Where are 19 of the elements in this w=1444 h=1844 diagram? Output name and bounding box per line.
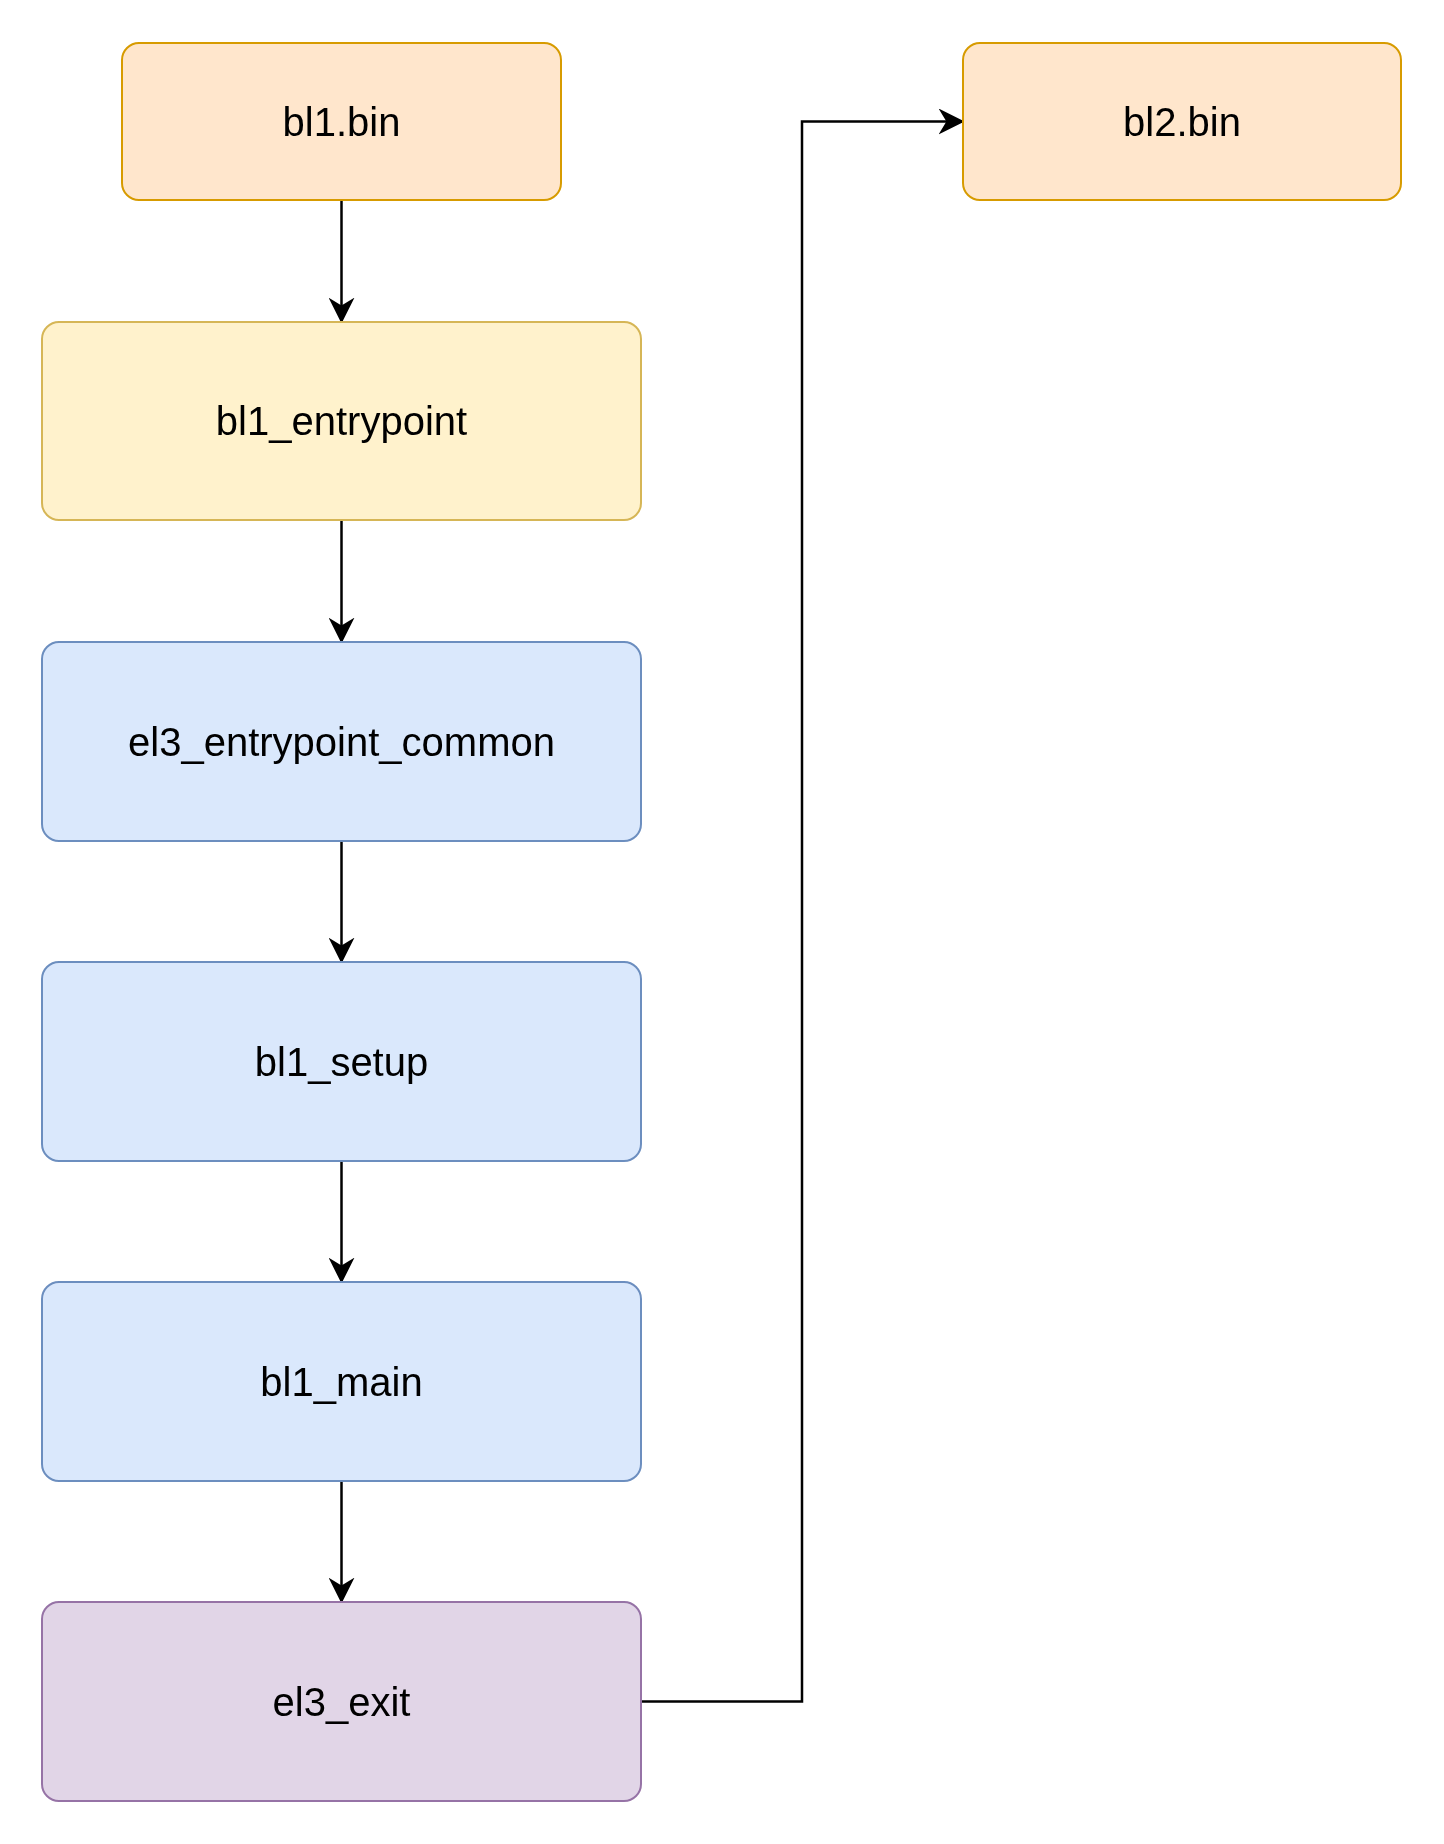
node-label: bl1_main [260,1358,423,1406]
arrow [328,201,355,324]
process-box [41,321,642,521]
arrow [328,842,355,964]
arrow [328,1482,355,1604]
arrow [328,521,355,644]
node-label: el3_exit [272,1678,411,1726]
process-box [962,42,1402,201]
node-label: bl2.bin [1123,98,1241,146]
process-box [121,42,562,201]
node-label: bl1.bin [282,98,401,146]
node-label: bl1_setup [254,1038,429,1086]
node-label: el3_entrypoint_common [128,718,555,766]
process-box [41,1281,642,1482]
process-box [41,961,642,1162]
process-box [41,1601,642,1802]
process-box [41,641,642,842]
arrow [328,1162,355,1284]
node-label: bl1_entrypoint [215,398,468,445]
